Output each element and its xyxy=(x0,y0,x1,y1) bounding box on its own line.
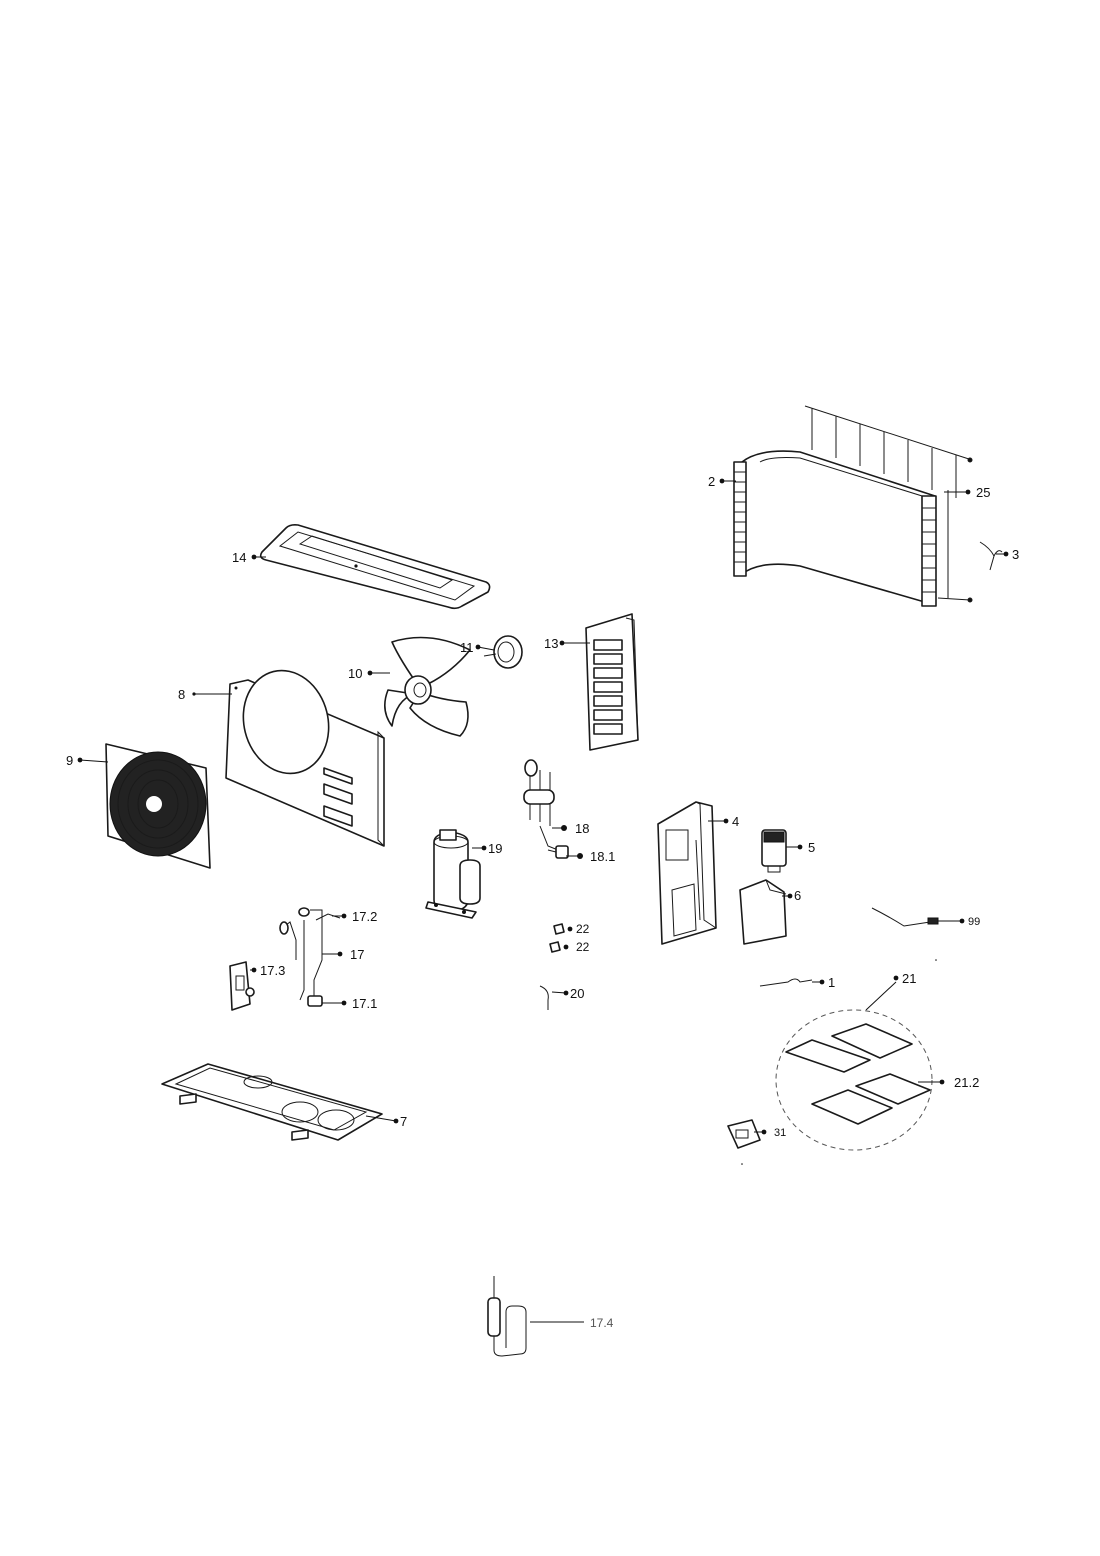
label-part-22-b: 22 xyxy=(576,940,590,954)
label-part-17-1: 17.1 xyxy=(352,996,377,1011)
valve-cap-part-22-a xyxy=(553,923,565,935)
four-way-valve-part-18 xyxy=(523,759,559,851)
label-part-18: 18 xyxy=(575,821,589,836)
electric-box-cover-part-6 xyxy=(739,879,787,945)
label-part-17-3: 17.3 xyxy=(260,963,285,978)
label-part-25: 25 xyxy=(976,485,990,500)
label-part-20: 20 xyxy=(570,986,584,1001)
label-part-11: 11 xyxy=(460,640,474,655)
label-part-18-1: 18.1 xyxy=(590,849,615,864)
label-part-17-4: 17.4 xyxy=(590,1316,614,1330)
accessory-tube-part-17-4 xyxy=(487,1276,527,1357)
pipe-part-20 xyxy=(539,985,549,1010)
label-part-4: 4 xyxy=(732,814,739,829)
valve-cap-part-22-b xyxy=(549,941,561,953)
capacitor-part-5 xyxy=(761,829,787,873)
top-cover-part-14 xyxy=(259,524,491,610)
callout-labels: 2 25 3 14 10 11 13 8 9 4 5 6 99 1 21 21.… xyxy=(66,474,1019,1330)
leader-lines xyxy=(77,478,1009,1323)
base-pan-part-7 xyxy=(161,1063,383,1141)
control-board-part-21 xyxy=(785,1023,931,1125)
label-part-21: 21 xyxy=(902,971,916,986)
label-part-17-2: 17.2 xyxy=(352,909,377,924)
label-part-2: 2 xyxy=(708,474,715,489)
label-part-17: 17 xyxy=(350,947,364,962)
fan-guard-part-9 xyxy=(105,743,211,869)
side-panel-part-13 xyxy=(585,613,639,751)
valve-plate-part-17-3 xyxy=(229,961,255,1011)
label-part-5: 5 xyxy=(808,840,815,855)
label-part-8: 8 xyxy=(178,687,185,702)
label-part-9: 9 xyxy=(66,753,73,768)
wire-grille-part-25 xyxy=(804,405,973,603)
fan-motor-part-11 xyxy=(483,635,523,669)
label-part-3: 3 xyxy=(1012,547,1019,562)
service-valve-part-18-1 xyxy=(547,845,569,859)
label-part-1: 1 xyxy=(828,975,835,990)
fan-blade-part-10 xyxy=(384,636,471,737)
label-part-31: 31 xyxy=(774,1127,786,1139)
partition-plate-part-4 xyxy=(657,801,717,945)
label-part-14: 14 xyxy=(232,550,246,565)
pipe-clip-part-3 xyxy=(979,541,1003,571)
compressor-part-19 xyxy=(425,829,481,919)
front-panel-part-8 xyxy=(225,669,385,847)
label-part-7: 7 xyxy=(400,1114,407,1129)
control-box-group-part-21 xyxy=(775,1009,933,1151)
label-part-6: 6 xyxy=(794,888,801,903)
wire-connector-part-99 xyxy=(927,917,939,925)
sensor-part-1 xyxy=(759,978,813,987)
label-part-22-a: 22 xyxy=(576,922,590,936)
label-part-13: 13 xyxy=(544,636,558,651)
label-part-19: 19 xyxy=(488,841,502,856)
condenser-coil-part-2 xyxy=(733,450,937,607)
label-part-99: 99 xyxy=(968,916,980,928)
terminal-block-part-31 xyxy=(727,1119,761,1149)
wire-harness-part-99 xyxy=(871,907,931,927)
label-part-21-2: 21.2 xyxy=(954,1075,979,1090)
piping-assembly-part-17 xyxy=(279,907,341,1007)
label-part-10: 10 xyxy=(348,666,362,681)
